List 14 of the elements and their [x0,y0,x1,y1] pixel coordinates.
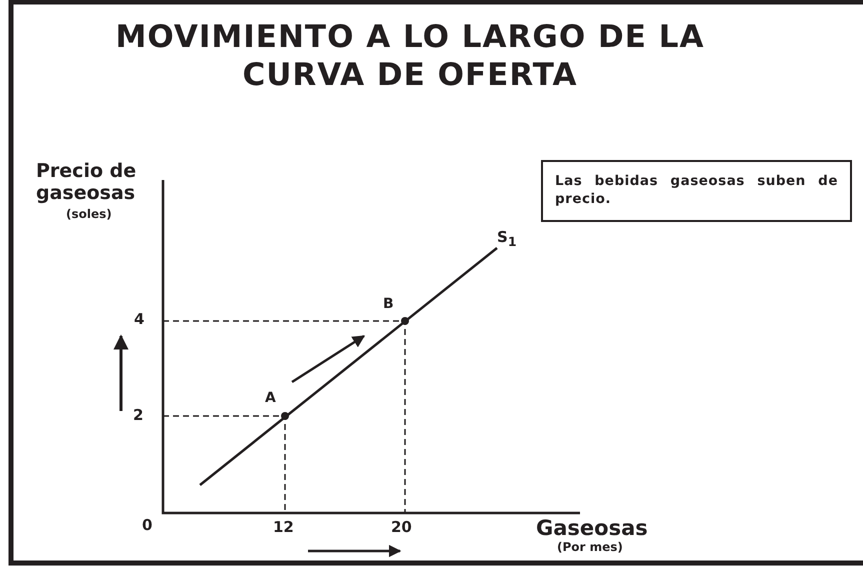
tick-label: 0 [142,516,152,534]
point-label: B [383,296,394,313]
axis-title: Gaseosas [536,516,648,540]
axis-unit: (soles) [66,207,112,222]
note-box: Las bebidas gaseosas suben de precio. [541,160,852,222]
point-label: A [265,390,276,407]
tick-label: 4 [134,310,144,328]
tick-label: 12 [273,518,294,536]
curve-label: S$_{1}$ [497,228,517,251]
axis-unit: (Por mes) [557,540,623,555]
chart-title: MOVIMIENTO A LO LARGO DE LA CURVA DE OFERTA [114,18,706,94]
tick-label: 20 [391,518,412,536]
axis-title: Precio de gaseosas [36,160,138,204]
tick-label: 2 [133,406,144,424]
